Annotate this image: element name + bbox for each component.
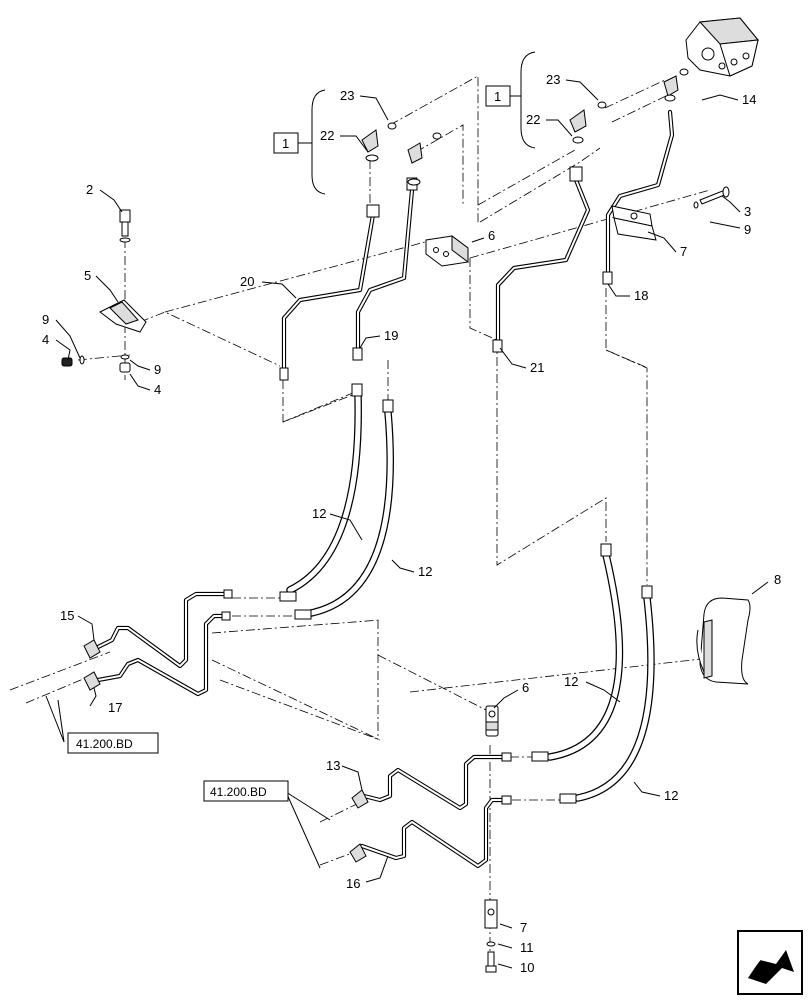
bracket-7-upper: [611, 205, 657, 241]
fitting-22-left: [361, 129, 442, 186]
reference-box-center[interactable]: 41.200.BD: [203, 780, 289, 802]
callout-12-left-a: 12: [312, 506, 326, 521]
callout-12-right-a: 12: [564, 674, 578, 689]
item-1-label-right: 1: [494, 89, 501, 104]
callout-7-lower: 7: [520, 920, 527, 935]
tube-17: [95, 611, 231, 697]
reference-label-center: 41.200.BD: [210, 785, 267, 799]
hose-12-left-inner: [294, 399, 394, 620]
hose-12-right-outer: [559, 585, 655, 804]
fitting-17: [83, 671, 101, 691]
fitting-15: [83, 639, 101, 659]
center-lines: [9, 75, 711, 968]
nut-4-left: [61, 355, 85, 367]
callout-3: 3: [744, 204, 751, 219]
clip-6-lower: [485, 705, 499, 737]
callout-19: 19: [384, 328, 398, 343]
callout-13: 13: [326, 758, 340, 773]
bolt-3: [693, 186, 730, 209]
reference-box-left[interactable]: 41.200.BD: [67, 732, 159, 754]
steering-valve-14: [685, 17, 759, 77]
callout-12-right-b: 12: [664, 788, 678, 803]
callout-21: 21: [530, 360, 544, 375]
callouts: 2 5 9 4 9 4 20 19 23 22 23 22 14 3 9 6 7…: [42, 72, 781, 975]
reference-label-left: 41.200.BD: [76, 737, 133, 751]
bracket-5: [99, 299, 147, 333]
callout-14: 14: [742, 92, 756, 107]
fitting-22-right: [569, 68, 689, 144]
next-page-arrow-icon[interactable]: [737, 930, 803, 995]
callout-10: 10: [520, 960, 534, 975]
callout-18: 18: [634, 288, 648, 303]
washer-11: [486, 941, 496, 947]
bracket-group-left: [298, 89, 326, 195]
callout-4-center: 4: [154, 382, 161, 397]
item-1-box-right: 1: [485, 85, 511, 107]
tube-13: [361, 752, 512, 811]
bolt-2: [119, 209, 131, 243]
hose-12-left-outer: [279, 383, 363, 602]
bracket-group-right: [510, 51, 536, 149]
callout-22-right: 22: [526, 112, 540, 127]
callout-23-left: 23: [340, 88, 354, 103]
washer-23-left: [387, 122, 397, 130]
tube-21: [492, 166, 591, 353]
item-1-label-left: 1: [282, 136, 289, 151]
callout-5: 5: [84, 268, 91, 283]
nut-4-center: [119, 354, 131, 373]
clip-6-upper: [425, 235, 469, 267]
fitting-16: [349, 843, 367, 863]
callout-22-left: 22: [320, 128, 334, 143]
callout-23-right: 23: [546, 72, 560, 87]
callout-9-right: 9: [744, 222, 751, 237]
callout-9-center: 9: [154, 362, 161, 377]
callout-6-upper: 6: [488, 228, 495, 243]
tube-18: [602, 109, 675, 285]
shield-8: [696, 597, 751, 685]
tube-15: [93, 589, 233, 669]
callout-2: 2: [86, 182, 93, 197]
item-1-box-left: 1: [273, 132, 299, 154]
callout-15: 15: [60, 608, 74, 623]
bracket-7-lower: [484, 899, 498, 929]
callout-4-left: 4: [42, 332, 49, 347]
tube-16: [359, 795, 512, 869]
callout-20: 20: [240, 274, 254, 289]
callout-9-left: 9: [42, 312, 49, 327]
bolt-10: [485, 951, 497, 973]
callout-7-upper: 7: [680, 244, 687, 259]
callout-6-lower: 6: [522, 680, 529, 695]
callout-16: 16: [346, 876, 360, 891]
callout-8: 8: [774, 572, 781, 587]
hose-12-right-inner: [531, 543, 624, 762]
fitting-13: [351, 789, 369, 809]
callout-12-left-b: 12: [418, 564, 432, 579]
tube-20: [279, 204, 380, 381]
callout-17: 17: [108, 700, 122, 715]
callout-11: 11: [520, 940, 534, 955]
leader-lines: [45, 79, 769, 969]
